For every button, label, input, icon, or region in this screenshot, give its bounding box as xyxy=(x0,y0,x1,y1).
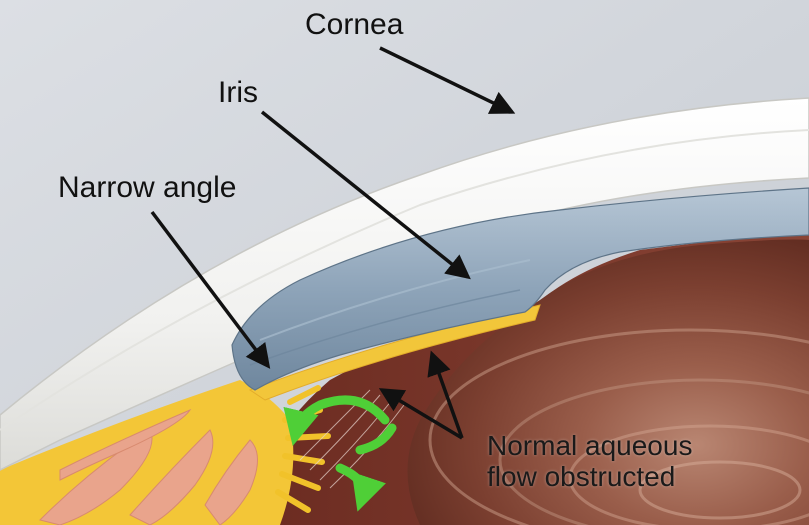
aqueous-flow-label-line2: flow obstructed xyxy=(487,461,692,492)
aqueous-flow-label-line1: Normal aqueous xyxy=(487,430,692,461)
aqueous-flow-label: Normal aqueous flow obstructed xyxy=(487,430,692,493)
cornea-label: Cornea xyxy=(305,8,403,42)
iris-label: Iris xyxy=(218,76,258,110)
narrow-angle-label: Narrow angle xyxy=(58,171,236,205)
